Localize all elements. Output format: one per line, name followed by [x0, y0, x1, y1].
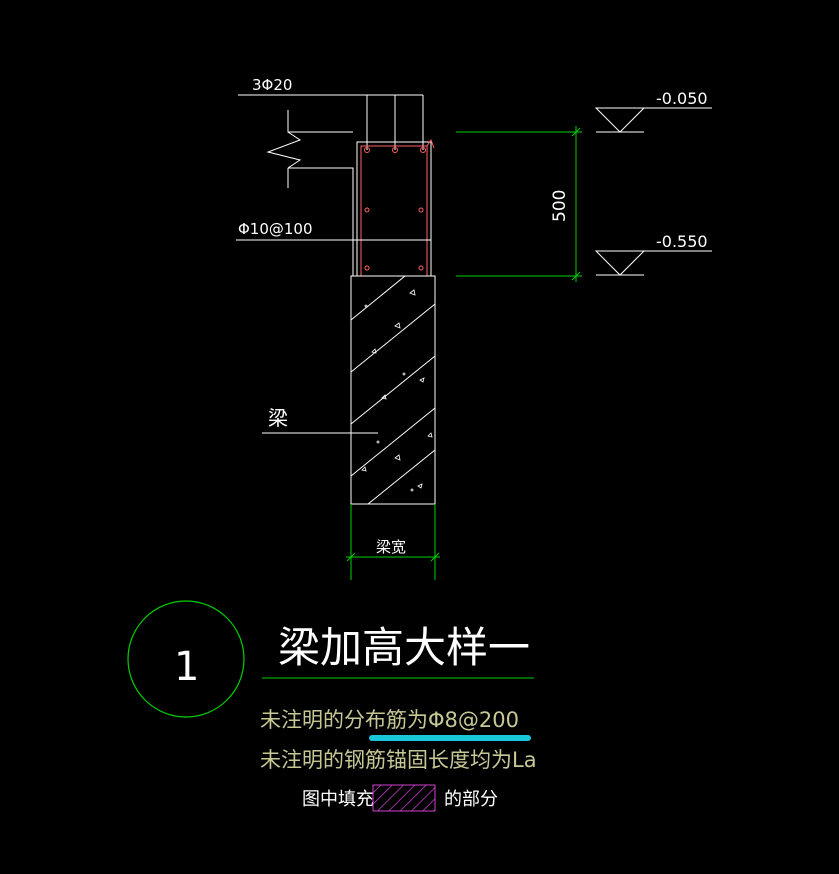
- height-dimension: [456, 126, 582, 282]
- top-bars-label: 3Φ20: [252, 76, 292, 94]
- elevation-mark-top: [594, 107, 712, 133]
- legend-prefix: 图中填充: [302, 789, 374, 810]
- existing-beam: [350, 275, 436, 505]
- note-anchorage-length: 未注明的钢筋锚固长度均为La: [260, 748, 537, 772]
- detail-title: 梁加高大样一: [278, 623, 530, 672]
- stirrup-rebar: [360, 138, 435, 276]
- top-bar-dot: [392, 147, 398, 153]
- side-bar-dot: [418, 265, 424, 271]
- break-line: [266, 110, 354, 276]
- legend-hatch-swatch: [372, 784, 436, 812]
- beam-width-dimension: [346, 504, 440, 580]
- detail-number-circle: [127, 600, 245, 718]
- top-bar-dot: [420, 147, 426, 153]
- side-bar-dot: [418, 207, 424, 213]
- side-bar-dot: [364, 265, 370, 271]
- side-bar-dot: [364, 207, 370, 213]
- elevation-mark-bottom: [594, 250, 712, 276]
- legend-suffix: 的部分: [444, 789, 498, 810]
- beam-width-label: 梁宽: [376, 538, 406, 556]
- note-distribution-bars: 未注明的分布筋为Φ8@200: [260, 708, 519, 732]
- elevation-bottom-label: -0.550: [656, 232, 708, 251]
- beam-label: 梁: [268, 406, 288, 430]
- detail-number: 1: [174, 644, 199, 690]
- stirrup-label: Φ10@100: [238, 220, 313, 238]
- height-dimension-value: 500: [550, 190, 570, 222]
- top-bar-dot: [364, 147, 370, 153]
- elevation-top-label: -0.050: [656, 89, 708, 108]
- extension-wall: [238, 94, 432, 277]
